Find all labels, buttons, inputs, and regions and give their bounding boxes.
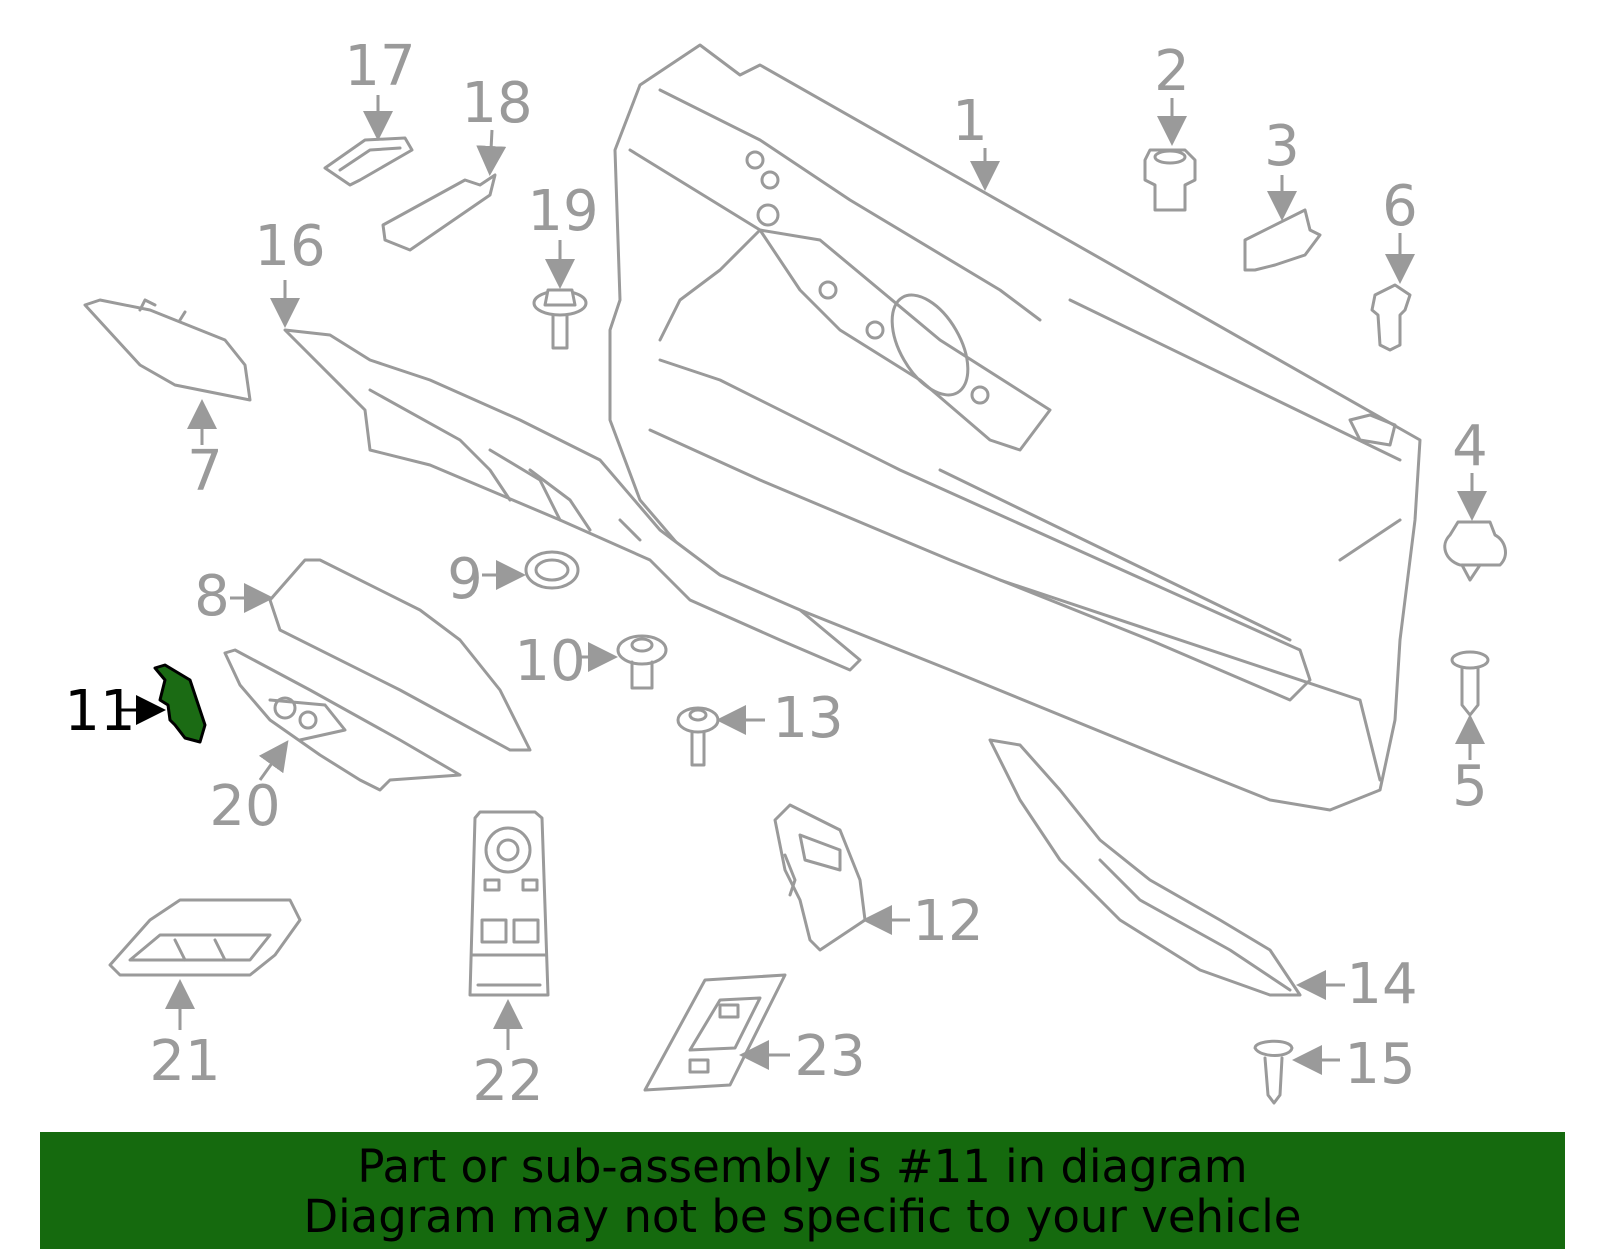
- part-2-clip: [1143, 148, 1197, 212]
- part-16-long-trim-strip: [283, 328, 862, 672]
- part-10-screw: [616, 634, 668, 690]
- callout-16: 16: [254, 214, 325, 279]
- callout-18: 18: [461, 71, 532, 136]
- callout-9: 9: [447, 547, 483, 612]
- part-11-highlighted[interactable]: [153, 663, 207, 744]
- part-8-trim-strip: [268, 558, 532, 752]
- callout-22: 22: [472, 1049, 543, 1114]
- callout-6: 6: [1382, 174, 1418, 239]
- callout-8: 8: [194, 564, 230, 629]
- banner-line-2: Diagram may not be specific to your vehi…: [303, 1190, 1302, 1243]
- callout-15: 15: [1344, 1032, 1415, 1097]
- part-1-door-trim-panel: [608, 43, 1422, 812]
- part-17-small-bracket: [323, 136, 414, 187]
- part-19-bolt: [532, 288, 588, 350]
- callout-2: 2: [1154, 39, 1190, 104]
- callout-14: 14: [1346, 952, 1417, 1017]
- part-7-cover: [83, 298, 252, 402]
- callout-12: 12: [912, 889, 983, 954]
- part-20-armrest-trim: [223, 648, 462, 792]
- part-22-window-switch: [468, 810, 550, 997]
- callout-3: 3: [1264, 114, 1300, 179]
- info-banner: Part or sub-assembly is #11 in diagram D…: [40, 1132, 1565, 1249]
- callout-5: 5: [1452, 754, 1488, 819]
- part-4-clip: [1443, 520, 1507, 582]
- part-18-bracket: [381, 173, 497, 252]
- callout-10: 10: [514, 629, 585, 694]
- part-3-bracket: [1243, 208, 1322, 272]
- callout-21: 21: [149, 1029, 220, 1094]
- callout-19: 19: [527, 179, 598, 244]
- callout-23: 23: [794, 1024, 865, 1089]
- callout-13: 13: [772, 686, 843, 751]
- part-13-screw: [676, 706, 720, 767]
- part-5-screw: [1450, 650, 1490, 717]
- callout-17: 17: [344, 34, 415, 99]
- callout-7: 7: [187, 439, 223, 504]
- banner-line-1: Part or sub-assembly is #11 in diagram: [357, 1140, 1248, 1193]
- callout-1: 1: [952, 89, 988, 154]
- part-23-switch-cover: [643, 973, 787, 1092]
- part-9-nut: [524, 550, 580, 590]
- part-21-switch: [108, 898, 302, 977]
- callout-4: 4: [1452, 414, 1488, 479]
- part-15-rivet: [1253, 1039, 1294, 1105]
- callout-20: 20: [209, 774, 280, 839]
- part-12-switch-panel: [773, 803, 867, 952]
- part-14-lower-trim: [988, 738, 1302, 997]
- part-6-clip: [1370, 283, 1412, 352]
